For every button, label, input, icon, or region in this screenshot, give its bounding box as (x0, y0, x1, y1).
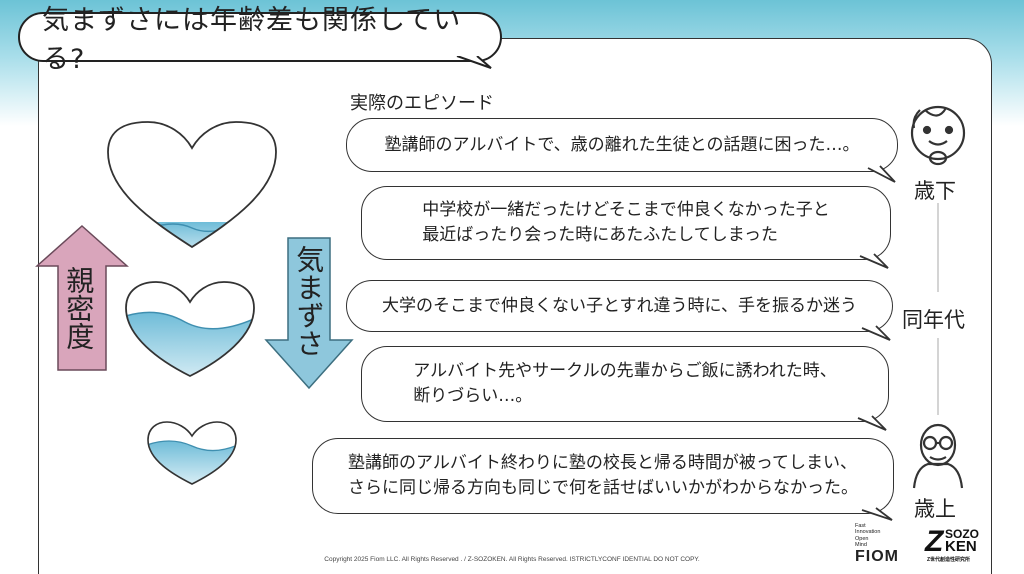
age-label-same: 同年代 (902, 308, 965, 332)
episode-5-line-2: さらに同じ帰る方向も同じで何を話せばいいかがわからなかった。 (348, 478, 858, 498)
episode-section-label: 実際のエピソード (350, 93, 494, 114)
heart-low (107, 121, 277, 249)
episode-bubble-1: 塾講師のアルバイトで、歳の離れた生徒との話題に困った…。 (346, 118, 898, 172)
elder-face-icon (912, 423, 964, 489)
episode-bubble-2: 中学校が一緒だったけどそこまで仲良くなかった子と最近ばったり会った時にあたふたし… (361, 186, 891, 260)
heart-small (147, 421, 237, 485)
episode-3-line-1: 大学のそこまで仲良くない子とすれ違う時に、手を振るか迷う (382, 295, 857, 316)
page-title: 気まずさには年齢差も関係している? (42, 5, 462, 75)
intimacy-label: 親密度 (62, 266, 96, 350)
episode-bubble-3: 大学のそこまで仲良くない子とすれ違う時に、手を振るか迷う (346, 280, 893, 332)
title-bubble-tail (456, 56, 492, 69)
copyright-text: Copyright 2025 Fiom LLC. All Rights Rese… (324, 556, 700, 563)
baby-face-icon (910, 105, 966, 166)
episode-4-line-2: 断りづらい…。 (413, 386, 533, 406)
episode-2-line-2: 最近ばったり会った時にあたふたしてしまった (422, 225, 779, 245)
fiom-logo: FIOM (855, 548, 899, 565)
fiom-tagline: Fast Innovation Open Mind (855, 523, 881, 548)
episode-1-line-1: 塾講師のアルバイトで、歳の離れた生徒との話題に困った…。 (384, 134, 860, 155)
episode-4-line-1: アルバイト先やサークルの先輩からご飯に誘われた時、 (413, 361, 837, 382)
episode-2-line-1: 中学校が一緒だったけどそこまで仲良くなかった子と (422, 200, 830, 221)
episode-bubble-4: アルバイト先やサークルの先輩からご飯に誘われた時、断りづらい…。 (361, 346, 889, 422)
heart-mid (125, 281, 255, 378)
intimacy-up-arrow (35, 224, 129, 371)
awkwardness-label: 気まずさ (292, 245, 326, 357)
awkwardness-down-arrow (264, 237, 354, 390)
age-label-younger: 歳下 (914, 179, 956, 203)
title-bubble: 気まずさには年齢差も関係している? (18, 5, 502, 75)
episode-5-line-1: 塾講師のアルバイト終わりに塾の校長と帰る時間が被ってしまい、 (348, 453, 857, 474)
age-label-older: 歳上 (914, 497, 956, 521)
episode-bubble-5: 塾講師のアルバイト終わりに塾の校長と帰る時間が被ってしまい、さらに同じ帰る方向も… (312, 438, 894, 514)
